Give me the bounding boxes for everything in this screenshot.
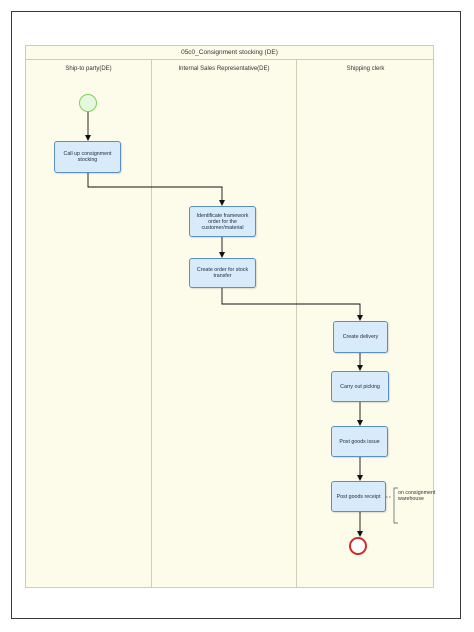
annotation-text: on consignment warehouse [398, 490, 436, 502]
lane-internal-sales-rep: Internal Sales Representative(DE) [151, 60, 296, 588]
lane-label-internal-sales-rep: Internal Sales Representative(DE) [178, 66, 270, 72]
task-identificate-framework-order[interactable]: Identificate framework order for the cus… [189, 206, 256, 237]
flow-create-order-to-delivery [221, 288, 363, 321]
pool-title: 05c0_Consignment stocking (DE) [26, 46, 433, 60]
task-post-goods-issue[interactable]: Post goods issue [331, 426, 388, 457]
lane-label-ship-to-party: Ship-to party(DE) [65, 66, 112, 72]
start-event [79, 94, 97, 112]
task-create-order-stock-transfer[interactable]: Create order for stock transfer [189, 258, 256, 288]
lane-shipping-clerk: Shipping clerk [296, 60, 434, 588]
annotation-bracket [393, 487, 398, 524]
task-carry-out-picking[interactable]: Carry out picking [331, 371, 389, 402]
end-event [349, 537, 367, 555]
flow-call-up-to-identificate [87, 173, 225, 206]
lane-label-shipping-clerk: Shipping clerk [346, 66, 385, 72]
task-create-delivery[interactable]: Create delivery [333, 321, 388, 353]
task-call-up-consignment-stocking[interactable]: Call up consignment stocking [54, 141, 121, 173]
lane-ship-to-party: Ship-to party(DE) [26, 60, 151, 588]
task-post-goods-receipt[interactable]: Post goods receipt [331, 481, 386, 512]
